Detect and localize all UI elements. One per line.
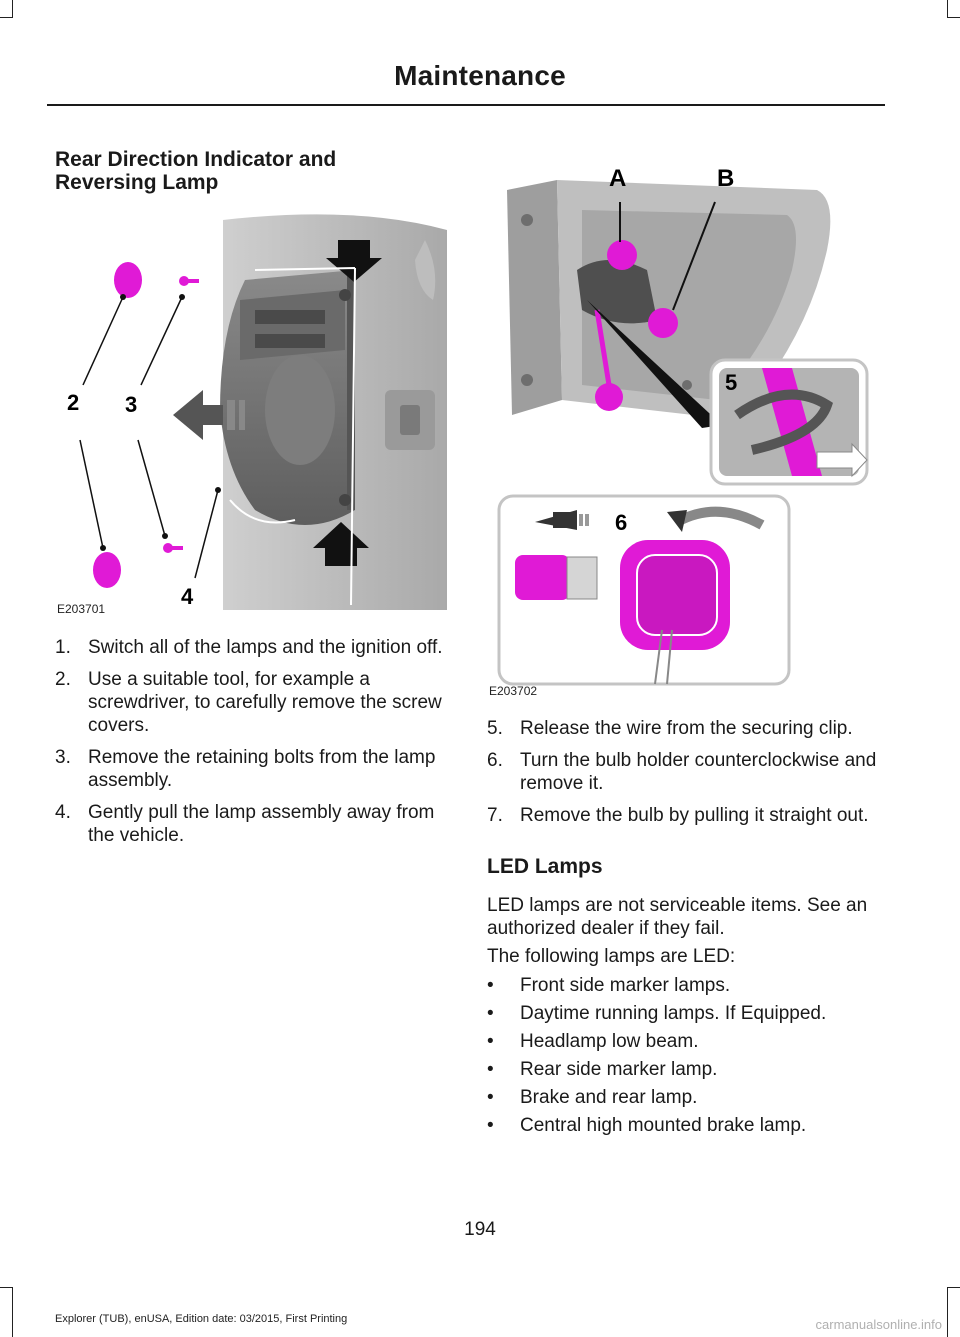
figure-bulb-removal: A B 5 6 E203702 [487, 160, 887, 700]
section-title: Rear Direction Indicator and Reversing L… [55, 148, 455, 194]
crop-mark [0, 17, 13, 18]
list-item: • Front side marker lamps. [487, 974, 826, 1002]
bulb-removal-illustration: A B 5 6 [497, 165, 869, 686]
list-item: 7. Remove the bulb by pulling it straight… [487, 804, 887, 827]
crop-mark [947, 0, 948, 18]
list-item: 6. Turn the bulb holder counterclockwise … [487, 749, 887, 795]
bullet: • [487, 1031, 494, 1052]
list-item-text: Central high mounted brake lamp. [520, 1115, 807, 1136]
step-text: Switch all of the lamps and the ignition… [88, 637, 443, 658]
crop-mark [947, 1287, 960, 1288]
list-item: • Headlamp low beam. [487, 1030, 826, 1058]
step-text: Remove the retaining bolts from the lamp… [88, 747, 436, 791]
page-header-title: Maintenance [394, 60, 566, 91]
steps-list-left: 1. Switch all of the lamps and the igniti… [55, 636, 450, 856]
callout-5: 5 [725, 370, 737, 395]
list-item: 1. Switch all of the lamps and the igniti… [55, 636, 450, 659]
step-text: Use a suitable tool, for example a screw… [88, 669, 442, 736]
callout-6: 6 [615, 510, 627, 535]
list-item-text: Headlamp low beam. [520, 1031, 699, 1052]
step-text: Remove the bulb by pulling it straight o… [520, 805, 869, 826]
list-item: 5. Release the wire from the securing cli… [487, 717, 887, 740]
list-item-text: Rear side marker lamp. [520, 1059, 718, 1080]
crop-mark [12, 1287, 13, 1337]
led-heading: LED Lamps [487, 855, 603, 878]
step-number: 4. [55, 802, 71, 823]
watermark: carmanualsonline.info [815, 1317, 942, 1332]
callout-3: 3 [125, 392, 137, 417]
list-item: • Daytime running lamps. If Equipped. [487, 1002, 826, 1030]
steps-list-right: 5. Release the wire from the securing cli… [487, 717, 887, 836]
list-item: • Rear side marker lamp. [487, 1058, 826, 1086]
list-item: 4. Gently pull the lamp assembly away fro… [55, 801, 450, 847]
callout-2: 2 [67, 390, 79, 415]
lamp-removal-illustration: 2 3 4 [67, 214, 447, 610]
footer-text: Explorer (TUB), enUSA, Edition date: 03/… [55, 1313, 348, 1325]
led-paragraph: LED lamps are not serviceable items. See… [487, 895, 868, 939]
callout-4: 4 [181, 584, 194, 609]
list-item: • Brake and rear lamp. [487, 1086, 826, 1114]
step-number: 5. [487, 718, 503, 739]
list-item: 2. Use a suitable tool, for example a scr… [55, 668, 450, 737]
list-item-text: Daytime running lamps. If Equipped. [520, 1003, 827, 1024]
step-text: Gently pull the lamp assembly away from … [88, 802, 435, 846]
led-lamp-list: • Front side marker lamps. • Daytime runni… [487, 974, 826, 1142]
header-divider [47, 104, 885, 106]
bullet: • [487, 975, 494, 996]
callout-a: A [609, 165, 626, 192]
step-number: 1. [55, 637, 71, 658]
crop-mark [947, 17, 960, 18]
callout-b: B [717, 165, 734, 192]
list-item-text: Front side marker lamps. [520, 975, 731, 996]
figure-code: E203702 [489, 684, 538, 698]
list-item: • Central high mounted brake lamp. [487, 1114, 826, 1142]
crop-mark [12, 0, 13, 18]
crop-mark [947, 1287, 948, 1337]
bullet: • [487, 1087, 494, 1108]
led-intro: The following lamps are LED: [487, 946, 736, 967]
crop-mark [0, 1287, 13, 1288]
bullet: • [487, 1115, 494, 1136]
list-item-text: Brake and rear lamp. [520, 1087, 698, 1108]
step-number: 3. [55, 747, 71, 768]
step-number: 7. [487, 805, 503, 826]
bullet: • [487, 1003, 494, 1024]
step-number: 6. [487, 750, 503, 771]
section-title-line2: Reversing Lamp [55, 171, 219, 194]
step-text: Release the wire from the securing clip. [520, 718, 853, 739]
section-title-line1: Rear Direction Indicator and [55, 148, 337, 171]
step-text: Turn the bulb holder counterclockwise an… [520, 750, 877, 794]
page-number: 194 [464, 1219, 496, 1240]
figure-code: E203701 [57, 602, 106, 616]
step-number: 2. [55, 669, 71, 690]
list-item: 3. Remove the retaining bolts from the la… [55, 746, 450, 792]
bullet: • [487, 1059, 494, 1080]
figure-lamp-removal: 2 3 4 E203701 [55, 210, 450, 620]
